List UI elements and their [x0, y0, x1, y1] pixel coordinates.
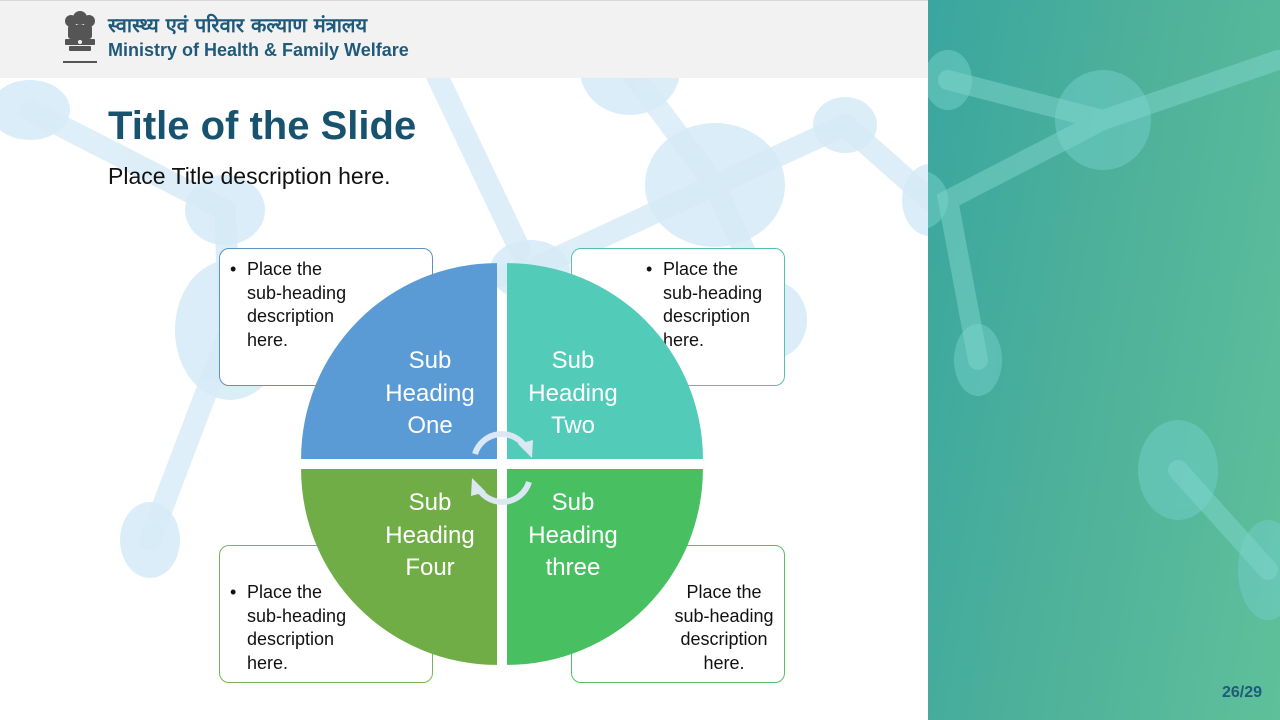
- description-text-four: Place the sub-heading description here.: [220, 581, 432, 675]
- ministry-name-hindi: स्वास्थ्य एवं परिवार कल्याण मंत्रालय: [108, 13, 368, 37]
- quadrant-four: [301, 469, 497, 665]
- arrow-head-icon: [471, 478, 486, 496]
- slide-title: Title of the Slide: [108, 104, 417, 148]
- national-emblem-icon: [63, 11, 97, 63]
- description-text-one: Place the sub-heading description here.: [220, 258, 432, 352]
- arrow-head-icon: [518, 440, 533, 458]
- ministry-name-english: Ministry of Health & Family Welfare: [108, 40, 409, 60]
- quadrant-three: [507, 469, 703, 665]
- description-text-two: Place the sub-heading description here.: [636, 258, 784, 352]
- cycle-arrows-icon: [472, 431, 532, 505]
- page-number: 26/29: [1221, 684, 1262, 701]
- ministry-header: स्वास्थ्य एवं परिवार कल्याण मंत्रालय Min…: [0, 0, 928, 78]
- quadrant-cycle-diagram: [301, 263, 703, 665]
- quadrant-one: [301, 263, 497, 459]
- panel-molecule-art: [928, 50, 1280, 620]
- slide-subtitle: Place Title description here.: [108, 163, 391, 189]
- description-text-three: Place the sub-heading description here.: [640, 581, 784, 675]
- decorative-side-panel: 26/29: [928, 0, 1280, 720]
- quadrant-two: [507, 263, 703, 459]
